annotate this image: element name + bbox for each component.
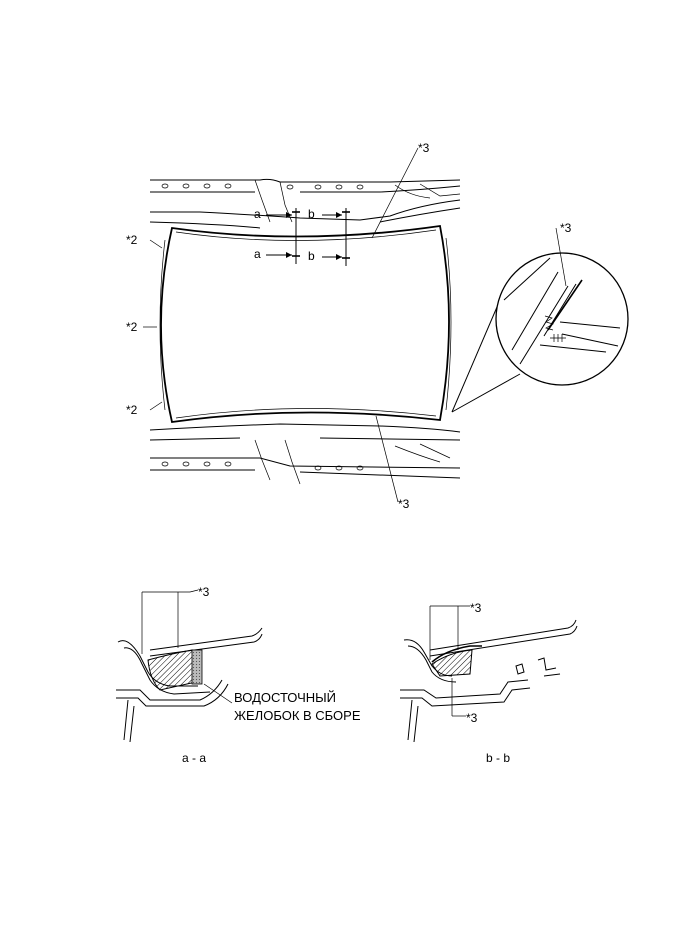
section-b-b: *3 *3 b - b: [400, 601, 578, 765]
roof-top-view: a a b b *3 *3 *2 *2: [126, 141, 461, 511]
callout-star2-lower: *2: [126, 401, 163, 417]
section-a-a: *3 ВОДОСТОЧНЫЙ ЖЕЛОБОК В СБОРЕ a - a: [116, 585, 361, 765]
callout-star3-bb-upper-label: *3: [470, 601, 482, 615]
section-cut-a: a a: [254, 207, 300, 264]
section-a-a-caption: a - a: [182, 751, 206, 765]
section-b-b-caption: b - b: [486, 751, 510, 765]
rail-holes-bottom: [161, 461, 364, 471]
callout-star3-bb-lower-label: *3: [466, 711, 478, 725]
drain-gutter-label-line1: ВОДОСТОЧНЫЙ: [234, 690, 336, 705]
callout-star2-middle: *2: [126, 320, 157, 334]
rail-holes-top: [161, 183, 364, 190]
callout-star3-top-label: *3: [418, 141, 430, 155]
section-b-label-bottom: b: [308, 249, 315, 263]
section-a-label-top: a: [254, 207, 261, 221]
upper-roof-rail: [149, 178, 461, 229]
drain-gutter-label-line2: ЖЕЛОБОК В СБОРЕ: [234, 708, 361, 723]
callout-star2-upper: *2: [126, 233, 163, 249]
callout-star3-detail: *3: [555, 221, 572, 287]
callout-star2-lower-label: *2: [126, 403, 138, 417]
section-cut-b: b b: [308, 207, 350, 266]
callout-star3-top: *3: [371, 141, 430, 239]
detail-magnifier: *3: [451, 221, 629, 413]
callout-star3-bottom: *3: [375, 415, 410, 511]
lower-roof-rail: [149, 423, 461, 485]
callout-star2-upper-label: *2: [126, 233, 138, 247]
section-a-label-bottom: a: [254, 247, 261, 261]
callout-star3-detail-label: *3: [560, 221, 572, 235]
section-b-label-top: b: [308, 207, 315, 221]
detail-pillar: [503, 257, 621, 365]
callout-star3-bottom-label: *3: [398, 497, 410, 511]
callout-star2-middle-label: *2: [126, 320, 138, 334]
callout-star3-aa-label: *3: [198, 585, 210, 599]
roof-glass-panel: [159, 224, 452, 424]
